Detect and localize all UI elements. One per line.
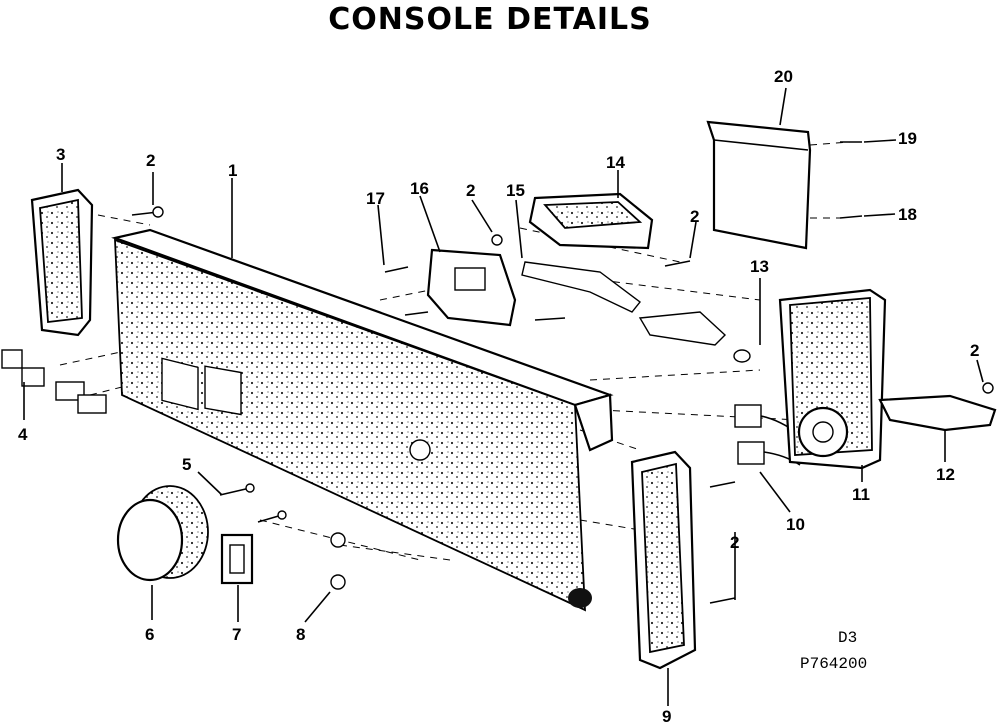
callout-2-top-left: 2 (146, 151, 155, 170)
callout-12: 12 (936, 465, 955, 484)
switch-plate-part-16 (426, 248, 517, 327)
strip-part-15 (521, 261, 641, 313)
clip-part-12 (878, 394, 997, 432)
callout-11: 11 (852, 485, 870, 504)
switch-part-7 (220, 533, 254, 585)
callout-10: 10 (786, 515, 805, 534)
callout-20: 20 (774, 67, 793, 86)
callout-2-right: 2 (690, 207, 699, 226)
callout-8: 8 (296, 625, 305, 644)
callout-2-far-right: 2 (970, 341, 979, 360)
control-knob-part-6 (116, 485, 209, 582)
bracket-part-14 (528, 192, 654, 250)
callout-18: 18 (898, 205, 917, 224)
callout-4: 4 (18, 425, 28, 444)
screws (131, 141, 994, 604)
callout-9: 9 (662, 707, 671, 726)
reference-codes: D3 P764200 (800, 629, 867, 673)
callout-2-lower: 2 (730, 533, 739, 552)
callout-1: 1 (228, 161, 237, 180)
spacer-part-13 (638, 311, 751, 363)
callout-19: 19 (898, 129, 917, 148)
callout-17: 17 (366, 189, 385, 208)
end-cap-left-part-3 (30, 188, 94, 337)
callout-3: 3 (56, 145, 65, 164)
leader-lines (23, 87, 984, 706)
callout-14: 14 (606, 153, 625, 172)
timer-part-11 (778, 288, 887, 470)
section-code: D3 (838, 629, 857, 647)
console-panel-part-1 (111, 228, 614, 612)
callout-2-center: 2 (466, 181, 475, 200)
callout-15: 15 (506, 181, 525, 200)
callout-6: 6 (145, 625, 154, 644)
part-number-code: P764200 (800, 655, 867, 673)
lens-cover-part-9 (630, 450, 697, 670)
callout-16: 16 (410, 179, 429, 198)
callout-5: 5 (182, 455, 191, 474)
page-title: CONSOLE DETAILS (328, 2, 652, 37)
callout-7: 7 (232, 625, 241, 644)
connectors-part-4 (1, 349, 107, 414)
callout-labels: 1 2 3 4 5 6 7 8 9 10 11 12 13 14 15 16 1… (18, 67, 979, 726)
callout-13: 13 (750, 257, 769, 276)
cover-part-20 (706, 120, 812, 250)
